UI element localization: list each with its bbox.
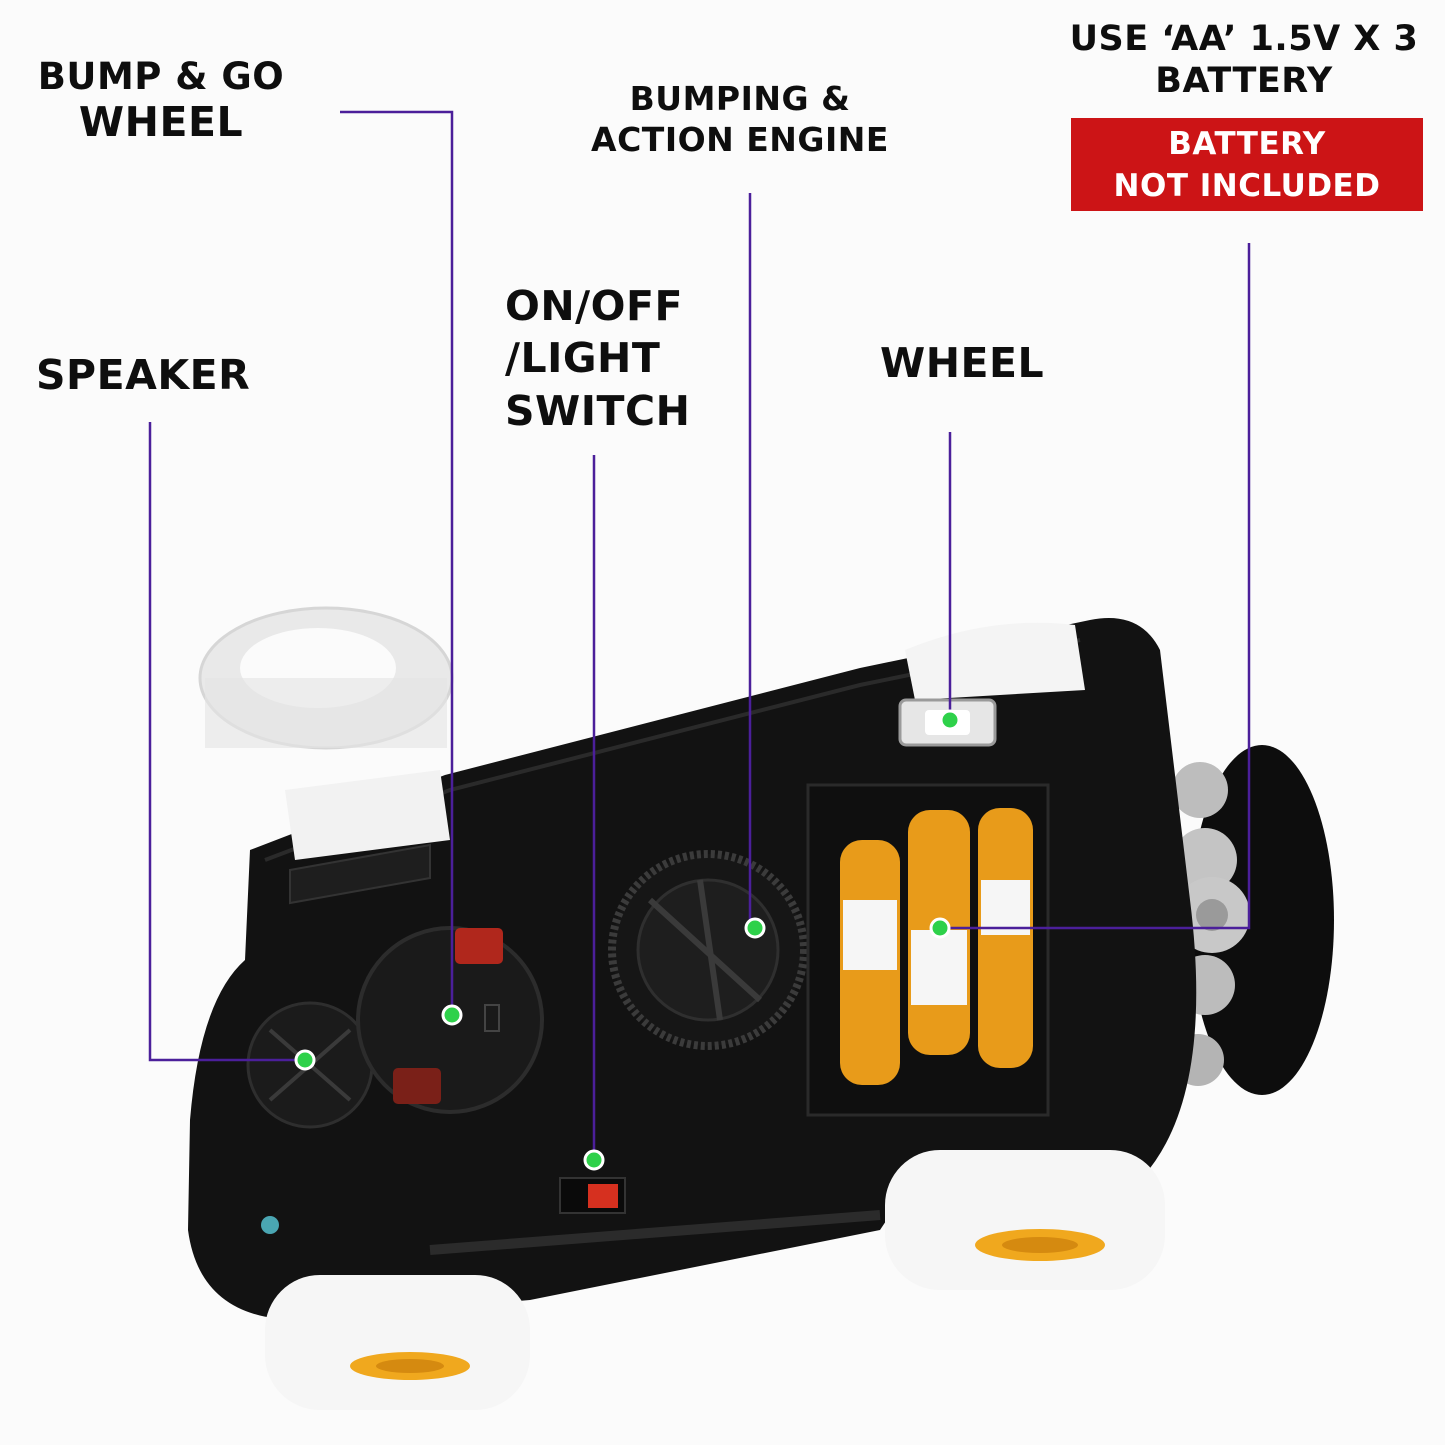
speaker-leader-line — [148, 422, 305, 1062]
engine-marker-dot — [744, 917, 766, 939]
switch-marker-dot — [583, 1149, 605, 1171]
switch-label-line-3: SWITCH — [505, 386, 691, 435]
wheel-label: WHEEL — [880, 339, 1045, 387]
battery-leader-line — [940, 243, 1251, 930]
battery-marker-dot — [929, 917, 951, 939]
speaker-label: SPEAKER — [36, 351, 251, 399]
switch-label: ON/OFF /LIGHT SWITCH — [505, 280, 690, 437]
switch-label-line-1: ON/OFF — [505, 282, 684, 330]
light-lens — [261, 1216, 279, 1234]
speaker-marker-dot — [294, 1049, 316, 1071]
badge-line-2: NOT INCLUDED — [1113, 167, 1381, 204]
wheel-marker-dot — [939, 709, 961, 731]
rear-top-wheel — [285, 770, 450, 860]
bump-go-wheel-label: BUMP & GO WHEEL — [36, 55, 286, 146]
front-bottom-wheel — [885, 1150, 1165, 1290]
bump-go-marker-dot — [441, 1004, 463, 1026]
bump-go-wheel-ring — [198, 606, 454, 750]
battery-not-included-badge: BATTERY NOT INCLUDED — [1071, 118, 1423, 211]
bump-go-label-line-1: BUMP & GO — [37, 55, 285, 98]
engine-label-line-1: BUMPING & — [629, 79, 851, 118]
action-engine-gear — [608, 850, 808, 1050]
marker-dots — [294, 709, 961, 1171]
rear-bottom-wheel — [265, 1275, 530, 1410]
battery-label-line-1: USE ‘AA’ 1.5V X 3 — [1069, 19, 1419, 59]
badge-line-1: BATTERY — [1168, 126, 1326, 162]
side-roller-assembly — [1172, 745, 1334, 1095]
on-off-light-switch — [559, 1177, 626, 1214]
battery-label-line-2: BATTERY — [1155, 61, 1333, 101]
leader-lines — [148, 110, 1251, 1160]
bump-go-label-line-2: WHEEL — [78, 97, 244, 146]
engine-label-line-2: ACTION ENGINE — [591, 120, 889, 160]
battery-compartment — [806, 783, 1050, 1117]
bump-go-leader-line — [340, 110, 454, 1015]
battery-spec-label: USE ‘AA’ 1.5V X 3 BATTERY — [1068, 18, 1420, 102]
action-engine-label: BUMPING & ACTION ENGINE — [585, 78, 895, 161]
switch-label-line-2: /LIGHT — [505, 334, 661, 383]
